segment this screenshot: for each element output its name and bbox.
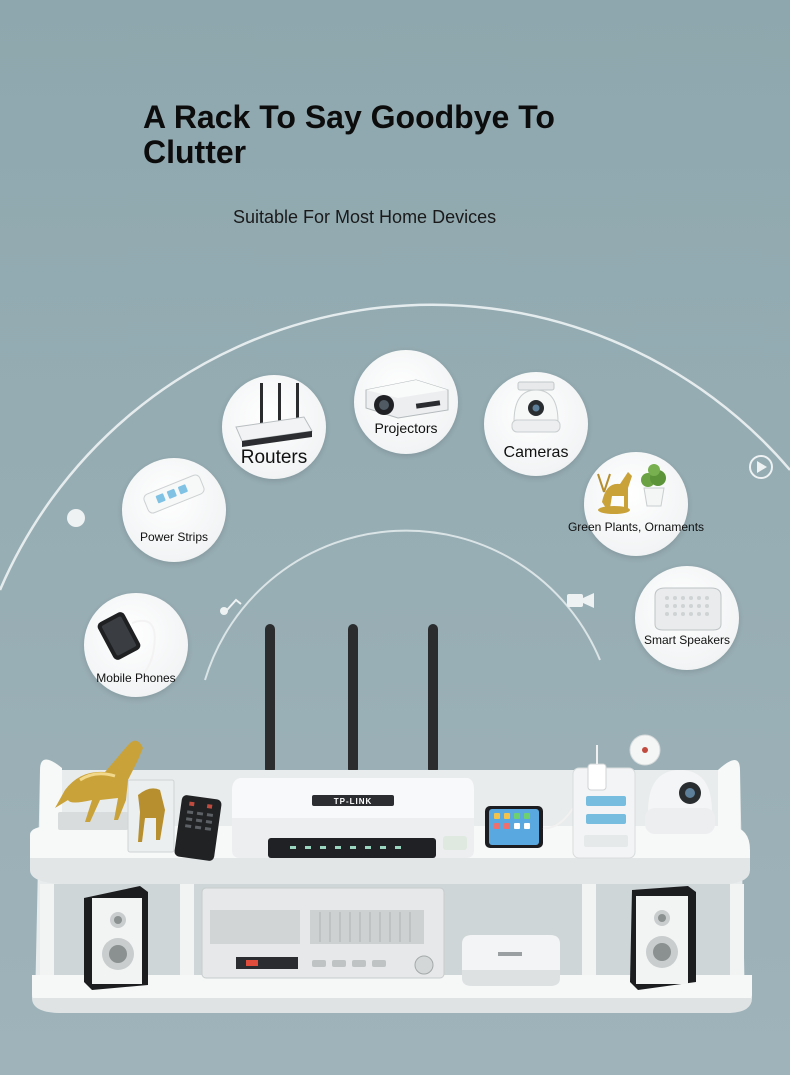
play-circle-icon	[749, 455, 773, 479]
set-top-box	[462, 935, 560, 986]
bubble-projectors: Projectors	[354, 350, 458, 454]
arc-dot	[67, 509, 85, 527]
router-antennas	[265, 624, 438, 774]
router-brand-label: TP-LINK	[334, 797, 373, 806]
power-strip-on-shelf	[572, 745, 636, 859]
music-note-icon	[220, 598, 242, 615]
smart-speaker-icon	[654, 587, 722, 631]
bubble-cameras: Cameras	[484, 372, 588, 476]
camera-icon	[511, 381, 561, 433]
bubble-label-power-strips: Power Strips	[139, 530, 209, 544]
bubble-mobile-phones: Mobile Phones	[84, 593, 188, 697]
mobile-phone-icon	[97, 612, 156, 674]
left-speaker	[84, 886, 148, 990]
video-camera-icon	[567, 593, 594, 608]
bubble-label-routers: Routers	[240, 447, 308, 468]
bubble-label-projectors: Projectors	[374, 420, 438, 436]
bubble-power-strips: Power Strips	[122, 458, 226, 562]
inner-arc	[204, 529, 601, 681]
gold-horse-ornament	[55, 740, 175, 853]
power-strip-icon	[143, 474, 205, 514]
camera-on-shelf	[629, 734, 715, 834]
page-subtitle: Suitable For Most Home Devices	[233, 207, 497, 227]
outer-arc	[0, 303, 790, 591]
phone-on-shelf	[485, 804, 576, 848]
amplifier-device	[201, 887, 445, 979]
router-icon	[235, 383, 313, 447]
bubble-routers: Routers	[222, 375, 326, 479]
bubble-plants-ornaments: Green Plants, Ornaments	[568, 452, 704, 556]
page-headline: A Rack To Say Goodbye To Clutter	[143, 99, 555, 170]
bubble-label-smart-speakers: Smart Speakers	[643, 633, 731, 647]
bubble-smart-speakers: Smart Speakers	[635, 566, 739, 670]
plant-ornament-icon	[597, 464, 666, 514]
projector-icon	[365, 379, 449, 419]
bubble-label-mobile-phones: Mobile Phones	[96, 671, 176, 685]
remote-control	[174, 795, 222, 861]
bubble-label-cameras: Cameras	[503, 444, 569, 461]
right-speaker	[630, 886, 696, 990]
router-device	[232, 778, 474, 858]
bubble-label-plants-ornaments: Green Plants, Ornaments	[567, 520, 705, 534]
